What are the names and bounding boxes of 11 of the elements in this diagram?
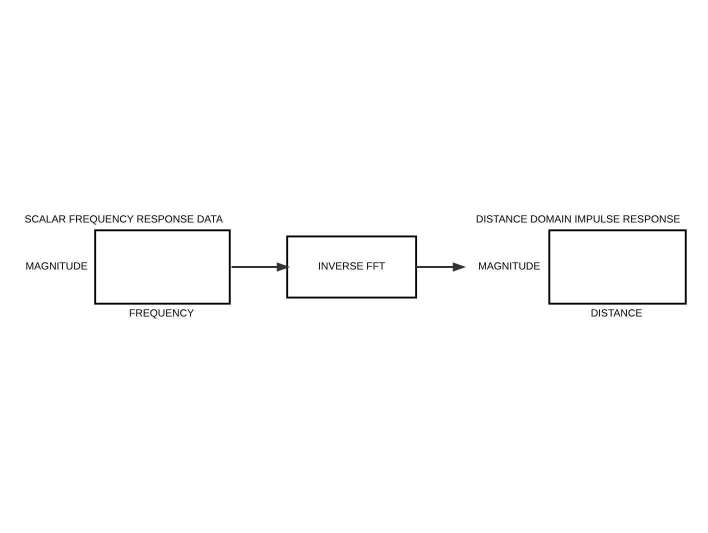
node-box xyxy=(548,228,687,304)
arrow xyxy=(416,262,466,272)
node-label: FREQUENCY xyxy=(129,308,194,320)
node-label: SCALAR FREQUENCY RESPONSE DATA xyxy=(24,214,223,226)
arrow xyxy=(232,262,290,272)
node-box xyxy=(94,228,231,304)
node-label: MAGNITUDE xyxy=(478,261,540,272)
node-label: MAGNITUDE xyxy=(26,261,88,272)
node-label: DISTANCE DOMAIN IMPULSE RESPONSE xyxy=(476,214,680,226)
node-box: INVERSE FFT xyxy=(286,234,418,298)
node-label: DISTANCE xyxy=(590,308,642,320)
